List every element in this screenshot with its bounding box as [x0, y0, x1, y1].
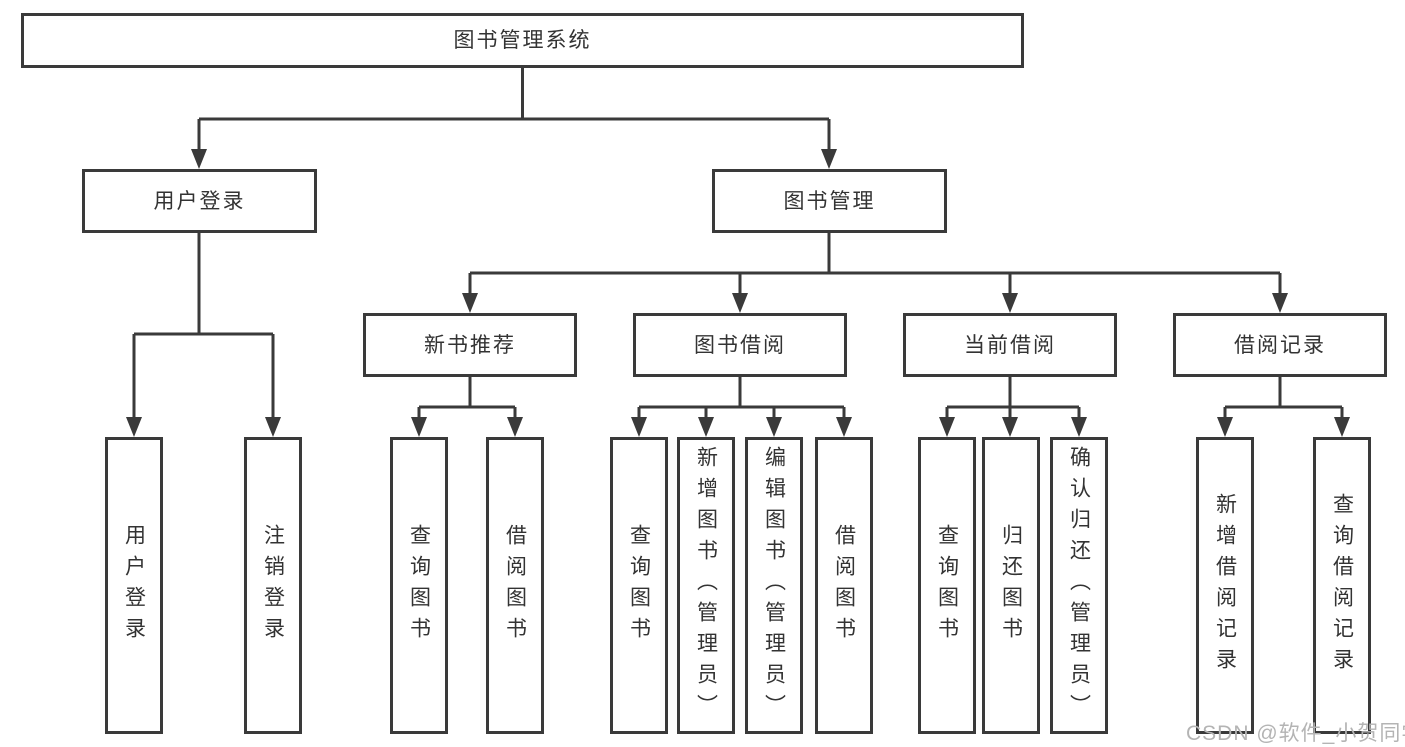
node-user-login: 用户登录 [82, 169, 317, 233]
leaf-confirm-return-admin: 确认归还（管理员） [1050, 437, 1108, 734]
leaf-borrow-books-recommend: 借阅图书 [486, 437, 544, 734]
node-current-borrowing: 当前借阅 [903, 313, 1117, 377]
leaf-query-books-current: 查询图书 [918, 437, 976, 734]
node-book-borrowing: 图书借阅 [633, 313, 847, 377]
leaf-return-books: 归还图书 [982, 437, 1040, 734]
csdn-watermark: CSDN @软件_小贺同学 [1186, 722, 1405, 745]
node-new-book-recommend: 新书推荐 [363, 313, 577, 377]
leaf-edit-books-admin: 编辑图书（管理员） [745, 437, 803, 734]
leaf-borrow-books: 借阅图书 [815, 437, 873, 734]
leaf-query-books-borrow: 查询图书 [610, 437, 668, 734]
leaf-user-login: 用户登录 [105, 437, 163, 734]
leaf-add-books-admin: 新增图书（管理员） [677, 437, 735, 734]
node-borrow-records: 借阅记录 [1173, 313, 1387, 377]
leaf-add-borrow-record: 新增借阅记录 [1196, 437, 1254, 734]
node-book-management: 图书管理 [712, 169, 947, 233]
tree-connectors [126, 68, 1350, 437]
leaf-logout: 注销登录 [244, 437, 302, 734]
leaf-query-books-recommend: 查询图书 [390, 437, 448, 734]
node-root-library-system: 图书管理系统 [21, 13, 1024, 68]
leaf-query-borrow-record: 查询借阅记录 [1313, 437, 1371, 734]
